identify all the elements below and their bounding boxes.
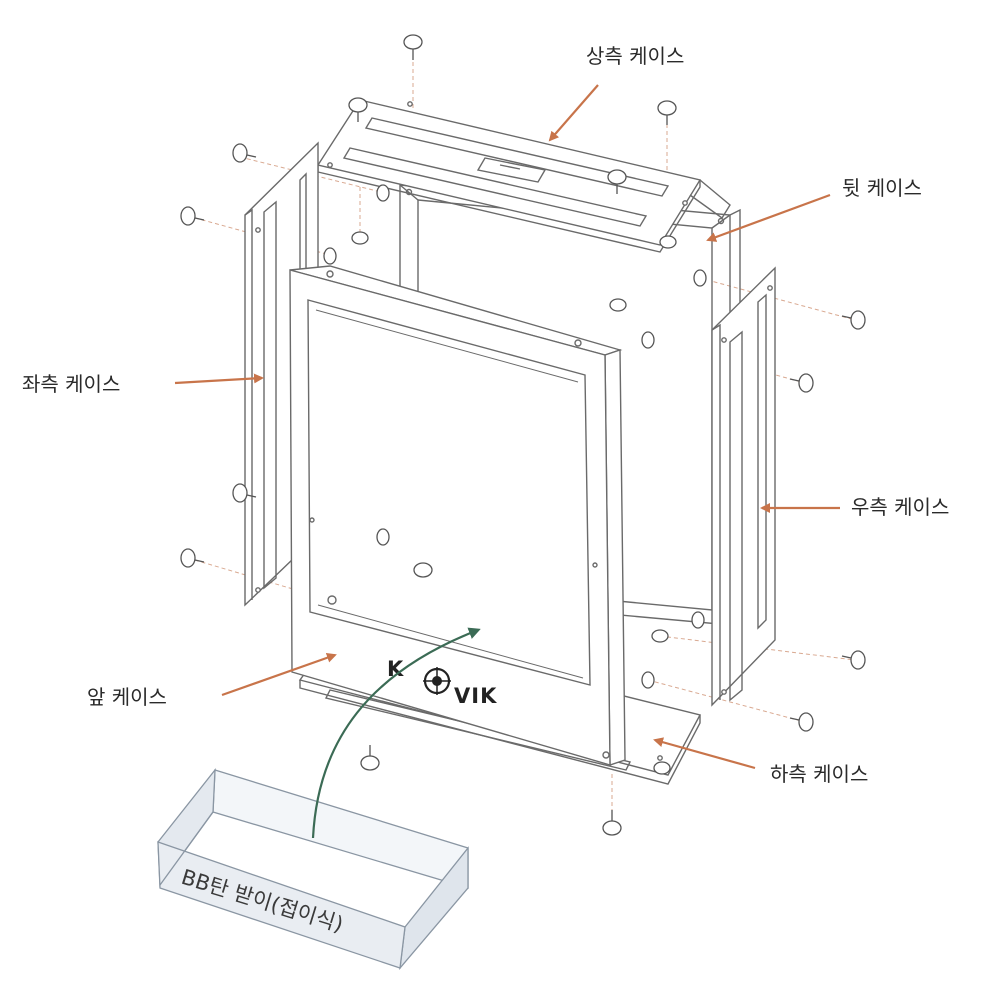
screw-icon (351, 231, 369, 245)
bb-tray-part (157, 768, 469, 971)
screw-icon (180, 206, 205, 226)
screw-icon (360, 745, 380, 771)
brand-logo: K VIK (387, 657, 497, 708)
label-bottom-case: 하측 케이스 (770, 762, 869, 786)
screw-icon (376, 184, 390, 202)
screw-icon (841, 650, 866, 670)
thumb-screws (180, 34, 866, 836)
screw-icon (323, 247, 337, 265)
screw-icon (841, 310, 866, 330)
front-case-part (289, 265, 626, 766)
screw-icon (653, 761, 671, 775)
callout-arrows (174, 84, 840, 770)
screw-icon (659, 235, 677, 249)
screw-icon (657, 100, 677, 125)
right-side-case-part (711, 266, 776, 707)
screw-icon (413, 562, 433, 578)
screw-icon (789, 373, 814, 393)
brand-logo-left: K (387, 657, 404, 681)
screw-icon (403, 34, 423, 60)
screw-icon (651, 629, 669, 643)
label-front-case: 앞 케이스 (87, 685, 167, 709)
screw-icon (691, 611, 705, 629)
label-back-case: 뒷 케이스 (842, 176, 922, 200)
screw-icon (607, 169, 627, 194)
screw-icon (641, 671, 655, 689)
screw-icon (609, 298, 627, 312)
label-right-case: 우측 케이스 (851, 495, 950, 519)
screw-icon (602, 810, 622, 836)
screw-icon (348, 97, 368, 122)
brand-logo-right: VIK (454, 684, 497, 708)
screw-icon (641, 331, 655, 349)
screw-icon (232, 143, 257, 163)
screw-icon (693, 269, 707, 287)
label-left-case: 좌측 케이스 (22, 372, 121, 396)
screw-icon (789, 712, 814, 732)
screw-icon (232, 483, 257, 503)
screw-icon (376, 528, 390, 546)
label-top-case: 상측 케이스 (586, 44, 685, 68)
tray-insert-arrow (311, 627, 481, 839)
screw-icon (180, 548, 205, 568)
